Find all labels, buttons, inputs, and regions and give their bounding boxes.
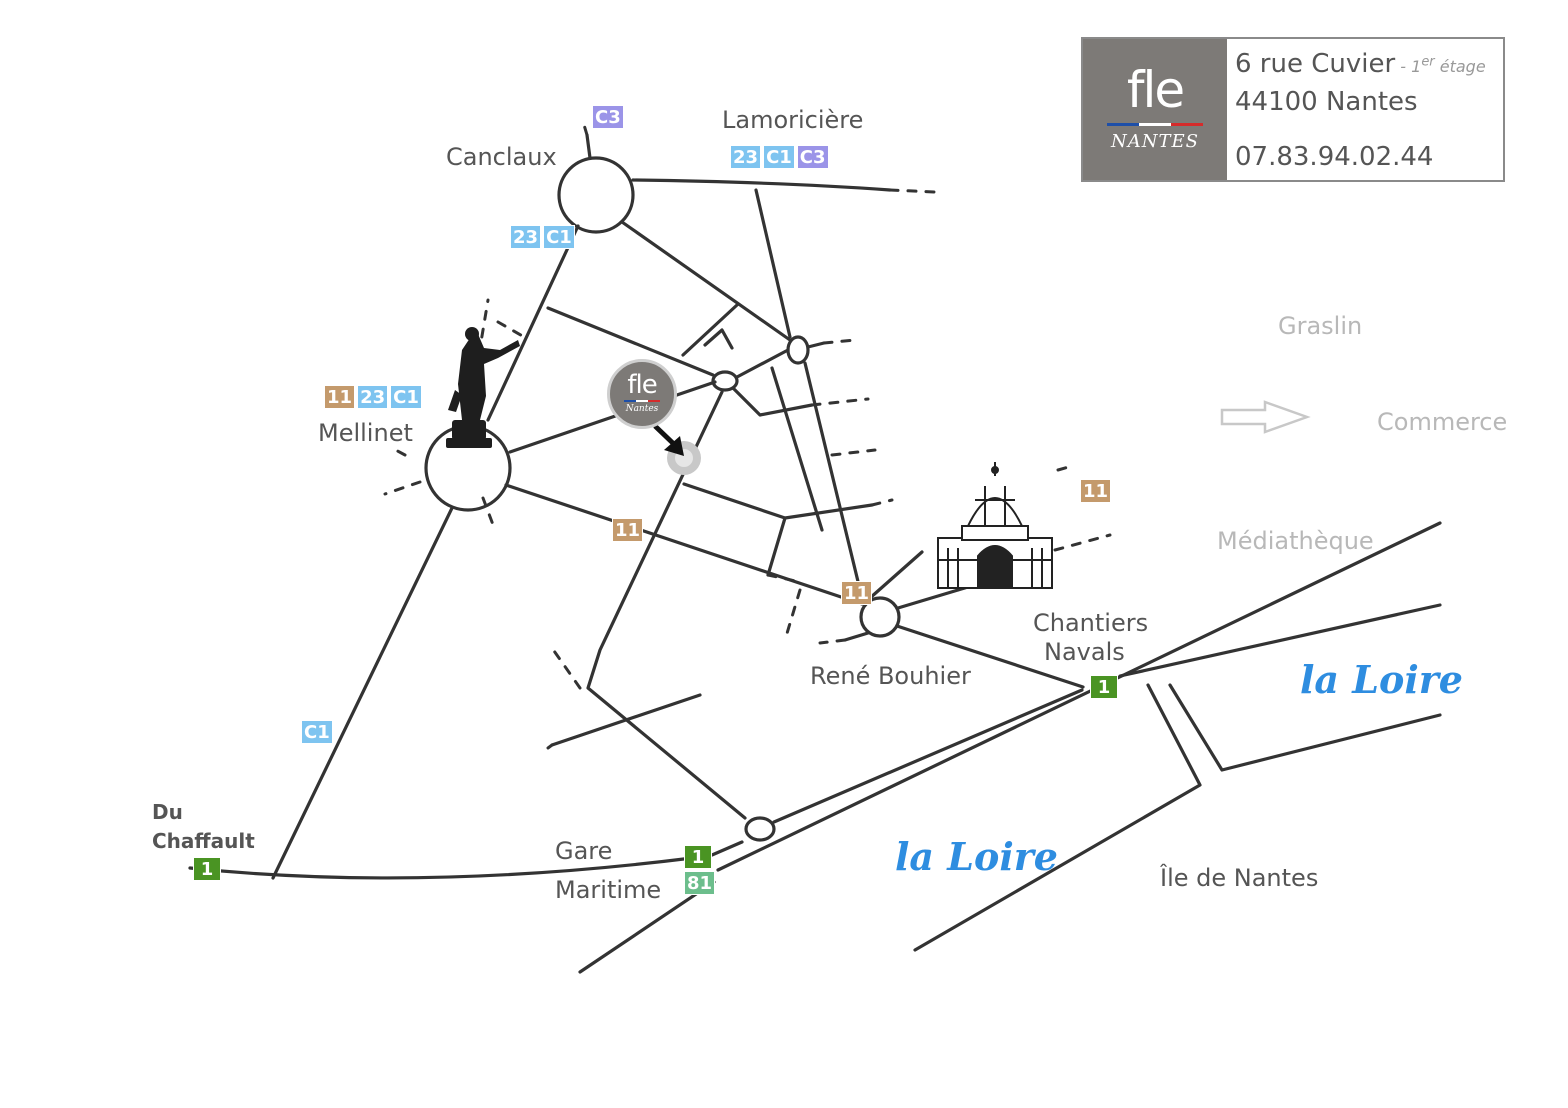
transit-stop-c1-south: C1	[301, 720, 333, 744]
road	[682, 482, 874, 520]
place-commerce: Commerce	[1377, 408, 1508, 436]
line-badge-11: 11	[1080, 479, 1112, 503]
line-badge-11: 11	[841, 581, 873, 605]
place-mellinet: Mellinet	[318, 419, 413, 447]
canclaux-roundabout	[557, 156, 635, 234]
place-graslin: Graslin	[1278, 312, 1363, 340]
road	[703, 328, 734, 350]
road	[766, 516, 787, 577]
place-mediatheque: Médiathèque	[1217, 527, 1374, 555]
road	[843, 631, 870, 642]
transit-stop-line-11-c: 11	[1080, 479, 1112, 503]
place-chantiers-line2: Navals	[1044, 638, 1125, 666]
transit-stop-gare-tram: 1	[684, 845, 712, 869]
line-badge-C3: C3	[592, 105, 624, 129]
river-loire-north: la Loire	[1300, 657, 1463, 702]
river-loire-south: la Loire	[895, 834, 1058, 879]
logo-text: fle	[1126, 61, 1185, 119]
road	[271, 506, 454, 880]
road	[1168, 683, 1442, 772]
line-badge-11: 11	[612, 518, 644, 542]
road	[770, 366, 824, 532]
phone-number[interactable]: 07.83.94.02.44	[1235, 142, 1434, 172]
marker-logo-text: fle	[627, 370, 657, 400]
street: 6 rue Cuvier	[1235, 49, 1396, 79]
road	[585, 133, 592, 160]
road	[681, 303, 739, 357]
road	[710, 840, 744, 857]
contact-card: fle NANTES 6 rue Cuvier - 1er étage 4410…	[1081, 37, 1505, 182]
road	[716, 521, 1442, 872]
road	[1118, 603, 1442, 678]
school-location-marker[interactable]: fle Nantes	[607, 359, 677, 429]
direction-arrow-icon	[1220, 400, 1311, 434]
roads	[188, 133, 1442, 974]
road	[806, 341, 826, 349]
line-badge-23: 23	[357, 385, 389, 409]
road	[754, 188, 792, 339]
road	[631, 178, 892, 192]
transit-stop-chantiers: 1	[1090, 675, 1118, 699]
line-badge-C1: C1	[390, 385, 422, 409]
line-badge-1: 1	[193, 857, 221, 881]
place-gare-line1: Gare	[555, 837, 613, 865]
place-chantiers-line1: Chantiers	[1033, 609, 1149, 637]
road	[913, 683, 1202, 952]
road	[504, 483, 864, 606]
postcode-city: 44100 Nantes	[1235, 87, 1418, 117]
road	[735, 348, 790, 379]
line-badge-C1: C1	[301, 720, 333, 744]
line-badge-C3: C3	[796, 145, 829, 169]
place-gare-line2: Maritime	[555, 876, 662, 904]
transit-stop-canclaux-north: C3	[592, 105, 624, 129]
line-badge-11: 11	[324, 385, 356, 409]
road	[546, 306, 715, 377]
line-badge-23: 23	[510, 225, 542, 249]
road	[188, 856, 694, 880]
place-lamoriciere: Lamoricière	[722, 106, 864, 134]
line-badge-1: 1	[1090, 675, 1118, 699]
place-canclaux: Canclaux	[446, 143, 557, 171]
road	[868, 550, 924, 600]
line-badge-81: 81	[684, 871, 716, 895]
transit-stop-line-11-a: 11	[612, 518, 644, 542]
line-badge-23: 23	[730, 145, 762, 169]
transit-stop-gare-bus: 81	[684, 871, 716, 895]
marker-flag	[624, 400, 660, 402]
road	[772, 688, 1084, 824]
road	[486, 224, 580, 422]
address-line: 6 rue Cuvier - 1er étage	[1235, 49, 1486, 79]
transit-stop-du-chaffault: 1	[193, 857, 221, 881]
road	[586, 390, 747, 820]
rene-bouhier-roundabout	[859, 596, 901, 638]
road	[620, 220, 792, 342]
road	[731, 386, 814, 417]
logo-subtext: NANTES	[1111, 131, 1199, 152]
fle-nantes-logo: fle NANTES	[1083, 39, 1227, 180]
place-du-chaffault-line1: Du	[152, 800, 183, 824]
transit-stop-line-11-b: 11	[841, 581, 873, 605]
line-badge-1: 1	[684, 845, 712, 869]
road	[896, 588, 960, 610]
place-rene-bouhier: René Bouhier	[810, 662, 971, 690]
line-badge-C1: C1	[763, 145, 795, 169]
road	[578, 880, 716, 974]
road	[508, 380, 717, 454]
road	[550, 693, 702, 747]
place-ile-de-nantes: Île de Nantes	[1160, 864, 1319, 892]
line-badge-C1: C1	[543, 225, 575, 249]
gare-roundabout	[744, 816, 776, 842]
marker-logo-subtext: Nantes	[625, 404, 659, 414]
basilica-icon	[937, 462, 1053, 589]
place-du-chaffault-line2: Chaffault	[152, 829, 255, 853]
road	[803, 361, 864, 600]
statue-icon	[446, 327, 520, 448]
flag-stripe	[1107, 123, 1203, 126]
road	[895, 624, 1085, 689]
